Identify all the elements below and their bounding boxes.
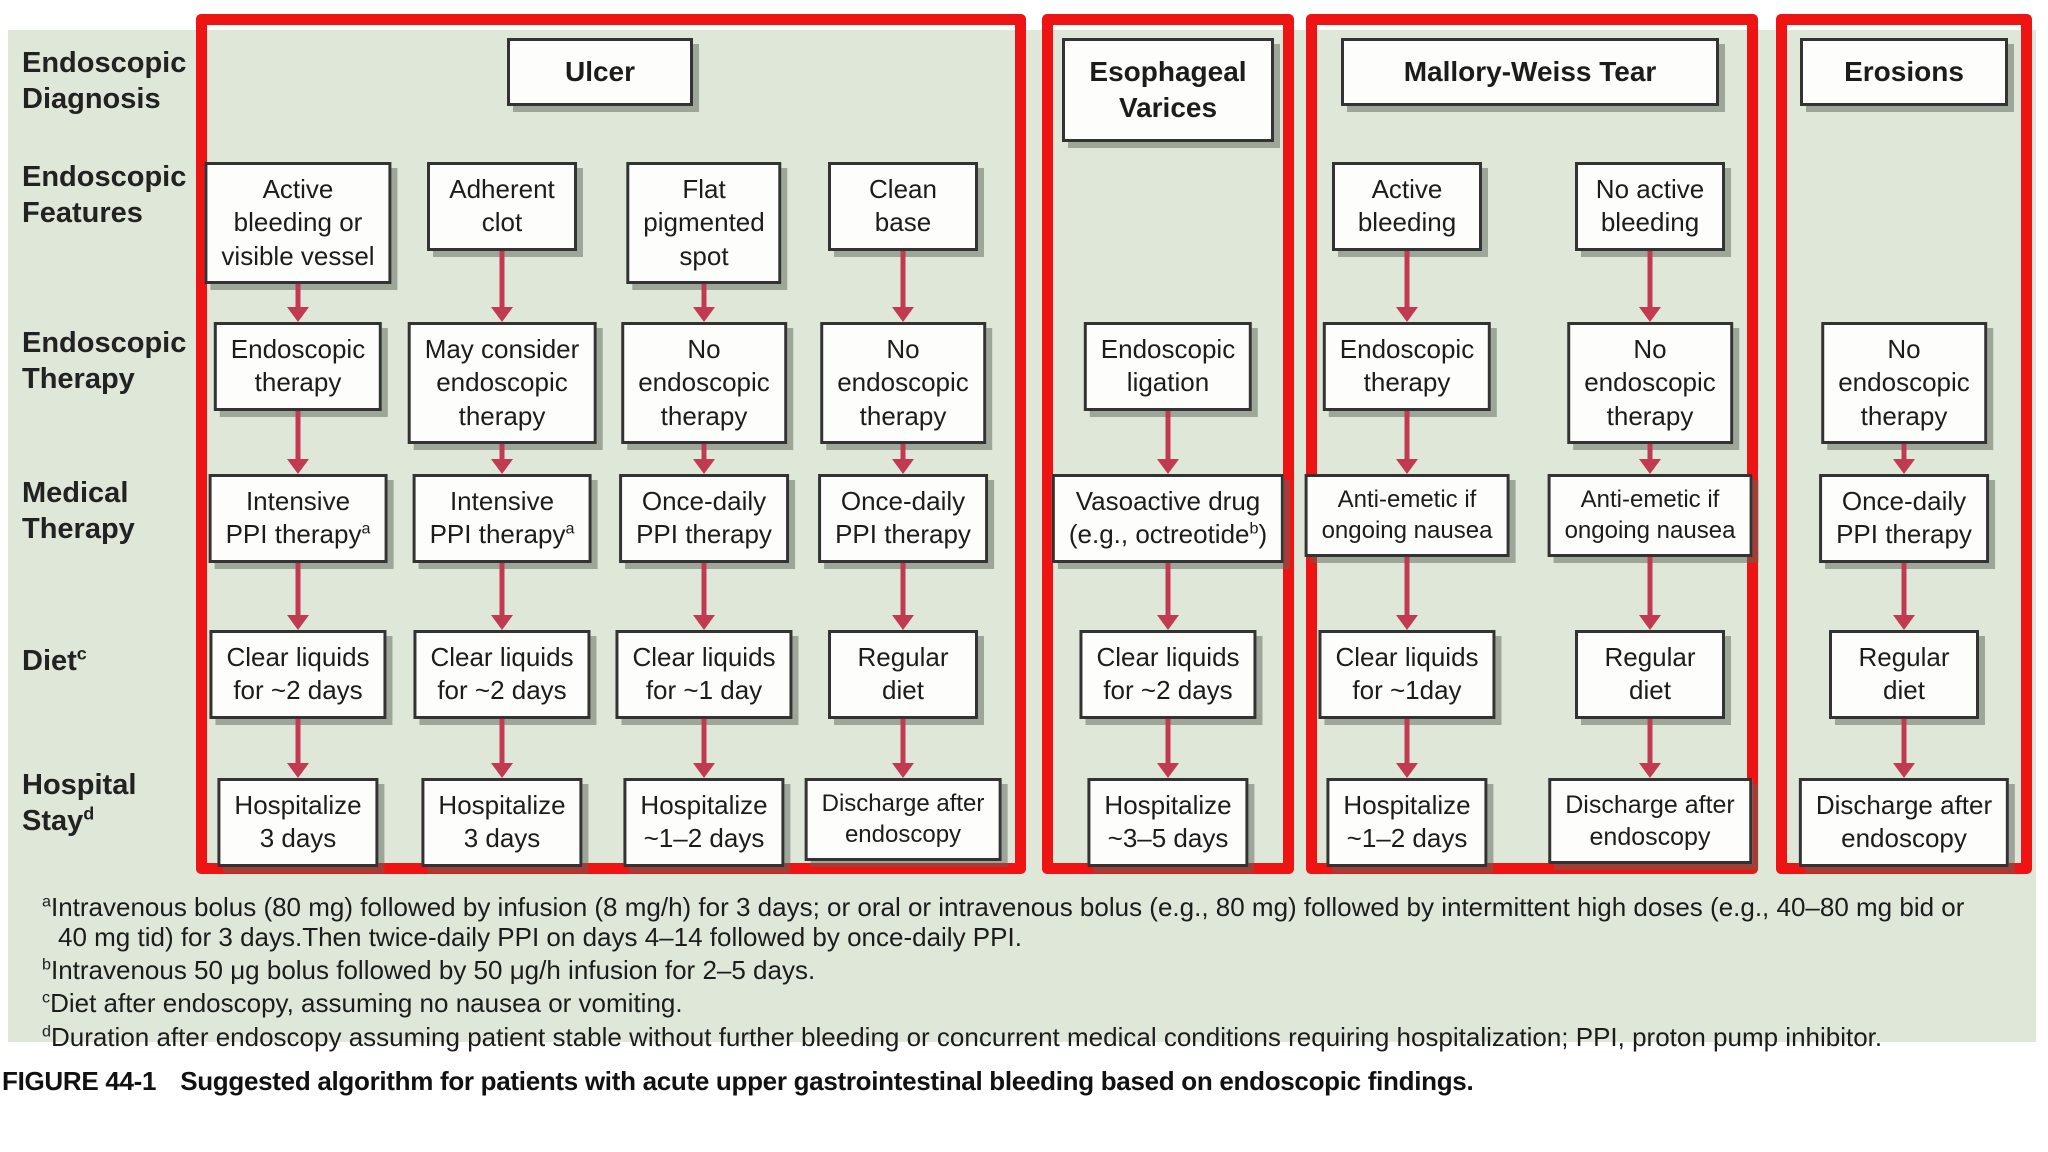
- figure-caption: FIGURE 44-1 Suggested algorithm for patie…: [2, 1066, 2042, 1097]
- figure-caption-label: FIGURE 44-1: [2, 1066, 157, 1096]
- figure-caption-text: Suggested algorithm for patients with ac…: [180, 1066, 1474, 1096]
- diagram-background: [8, 30, 2036, 1042]
